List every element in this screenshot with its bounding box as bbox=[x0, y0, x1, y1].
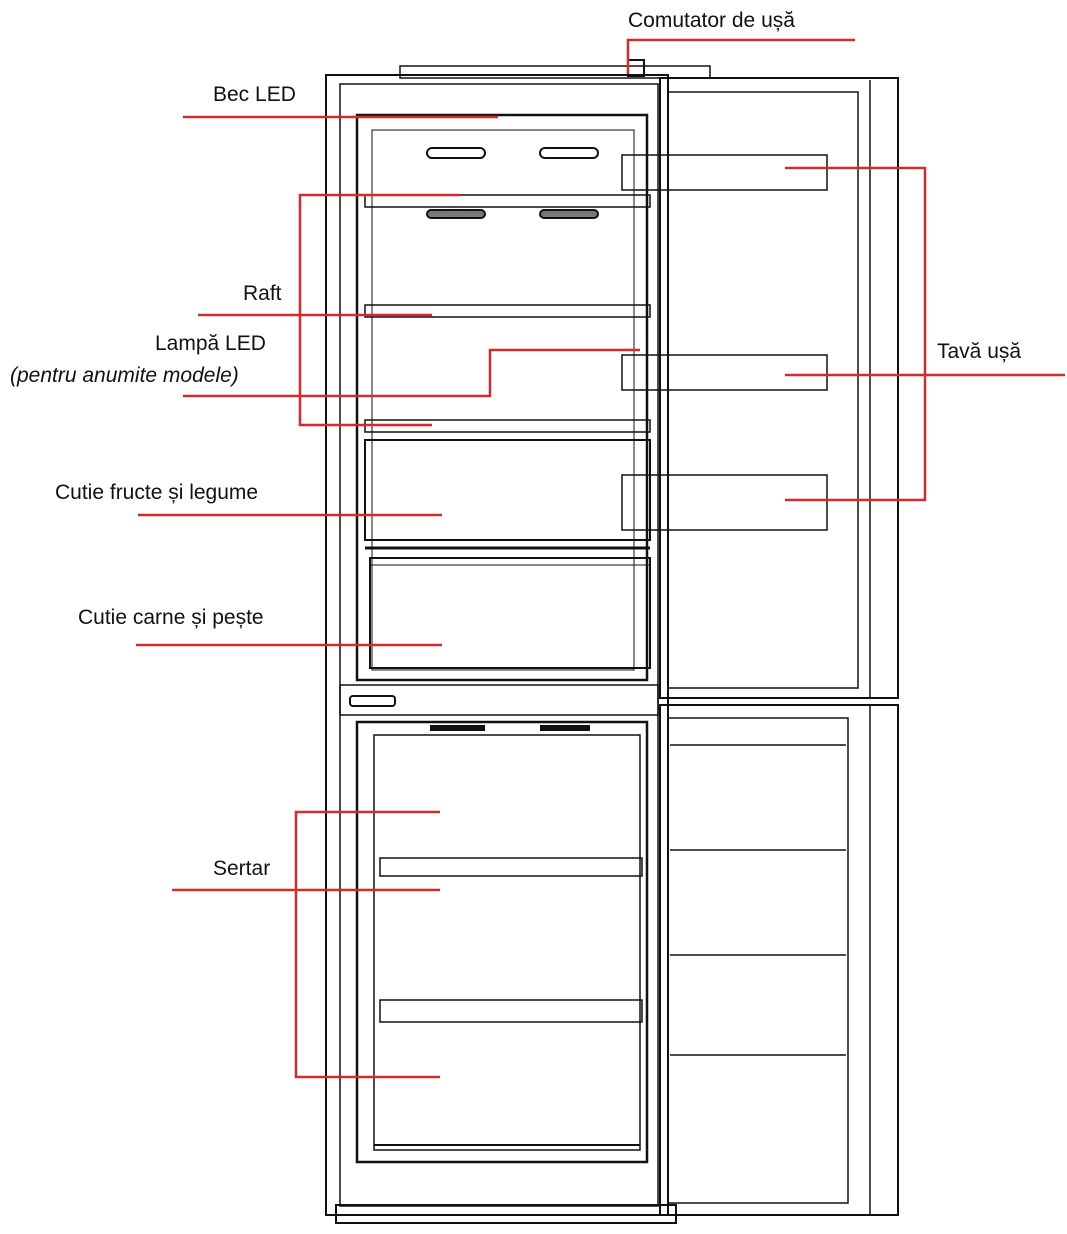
drawer-divider bbox=[379, 999, 643, 1023]
door-switch bbox=[627, 59, 645, 77]
upper-door bbox=[659, 77, 899, 699]
label-shelf: Raft bbox=[243, 282, 282, 305]
freezer-compartment-inner bbox=[373, 734, 641, 1151]
freezer-compartment bbox=[355, 720, 649, 1164]
lower-door bbox=[659, 704, 899, 1216]
led-slot bbox=[539, 209, 599, 219]
label-meat-box: Cutie carne și pește bbox=[78, 606, 264, 629]
label-led-bulb: Bec LED bbox=[213, 83, 296, 106]
label-drawer: Sertar bbox=[213, 857, 271, 880]
label-door-switch: Comutator de ușă bbox=[628, 9, 795, 32]
door-tray bbox=[621, 154, 828, 191]
led-slot bbox=[426, 209, 486, 219]
door-tray bbox=[621, 474, 828, 531]
divider-handle bbox=[349, 695, 396, 707]
label-led-lamp-note: (pentru anumite modele) bbox=[10, 364, 239, 387]
leader-shelf-bracket bbox=[298, 193, 460, 427]
top-cover bbox=[399, 65, 711, 79]
leader-drawer-bracket bbox=[294, 810, 440, 1079]
leader-led-lamp bbox=[183, 348, 640, 398]
label-door-tray: Tavă ușă bbox=[937, 340, 1022, 363]
middle-divider bbox=[339, 684, 659, 716]
led-slot bbox=[426, 147, 486, 159]
shelf bbox=[364, 194, 651, 208]
lower-door-liner bbox=[667, 717, 849, 1204]
meat-box bbox=[369, 557, 651, 669]
label-fruit-box: Cutie fructe și legume bbox=[55, 481, 259, 504]
leader-lines bbox=[136, 38, 1065, 1079]
fruit-box bbox=[364, 439, 651, 541]
shelf bbox=[364, 304, 651, 318]
leader-door-switch bbox=[626, 38, 855, 74]
drawer-divider bbox=[379, 857, 643, 877]
label-led-lamp: Lampă LED bbox=[155, 332, 266, 355]
door-tray bbox=[621, 354, 828, 391]
led-slot bbox=[539, 147, 599, 159]
fridge-body bbox=[325, 59, 899, 1224]
fridge-compartment bbox=[355, 113, 649, 682]
leader-door-tray-bracket bbox=[785, 166, 927, 502]
fridge-compartment-inner bbox=[371, 129, 635, 671]
